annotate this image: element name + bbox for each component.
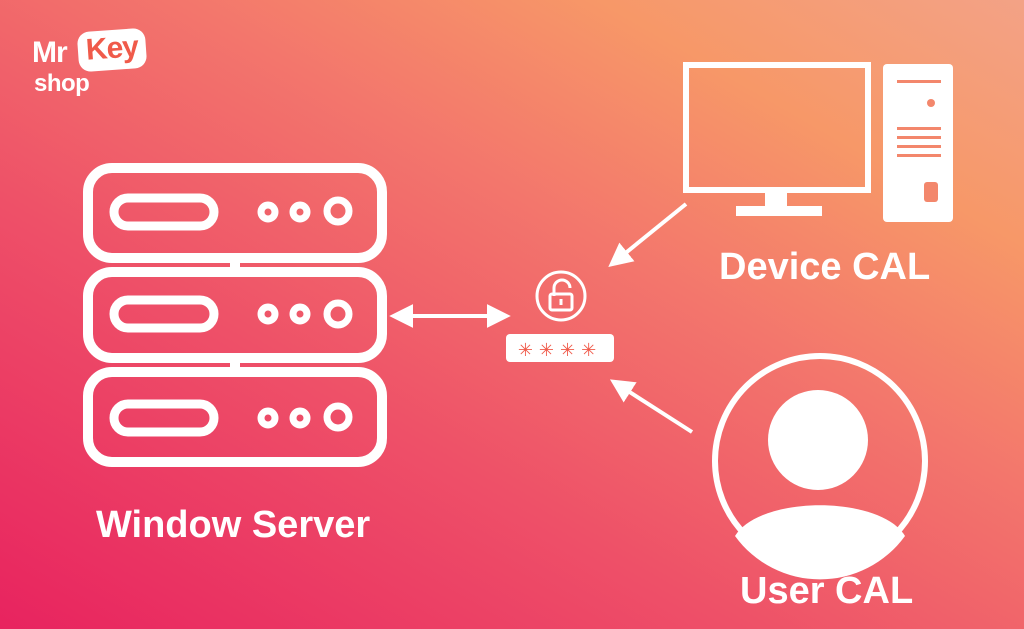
brand-logo-part-mr: Mr (32, 36, 68, 69)
device-cal-label: Device CAL (719, 246, 931, 288)
device-to-lock-arrow (608, 202, 688, 268)
password-mask: ✳✳✳✳ (518, 340, 602, 361)
server-label: Window Server (96, 504, 371, 546)
brand-logo: Mr Key shop (30, 27, 160, 100)
server-status-lights (257, 196, 353, 432)
server-rack-icon (83, 163, 387, 467)
desktop-computer-icon (683, 62, 953, 222)
user-cal-label: User CAL (740, 570, 914, 612)
brand-logo-key-badge: Key (76, 27, 148, 73)
user-to-lock-arrow (609, 379, 694, 434)
user-avatar-icon (712, 353, 928, 580)
brand-logo-part-shop: shop (34, 70, 90, 97)
brand-logo-part-key: Key (84, 30, 140, 67)
password-field-icon (506, 334, 614, 362)
unlock-icon (535, 270, 587, 322)
